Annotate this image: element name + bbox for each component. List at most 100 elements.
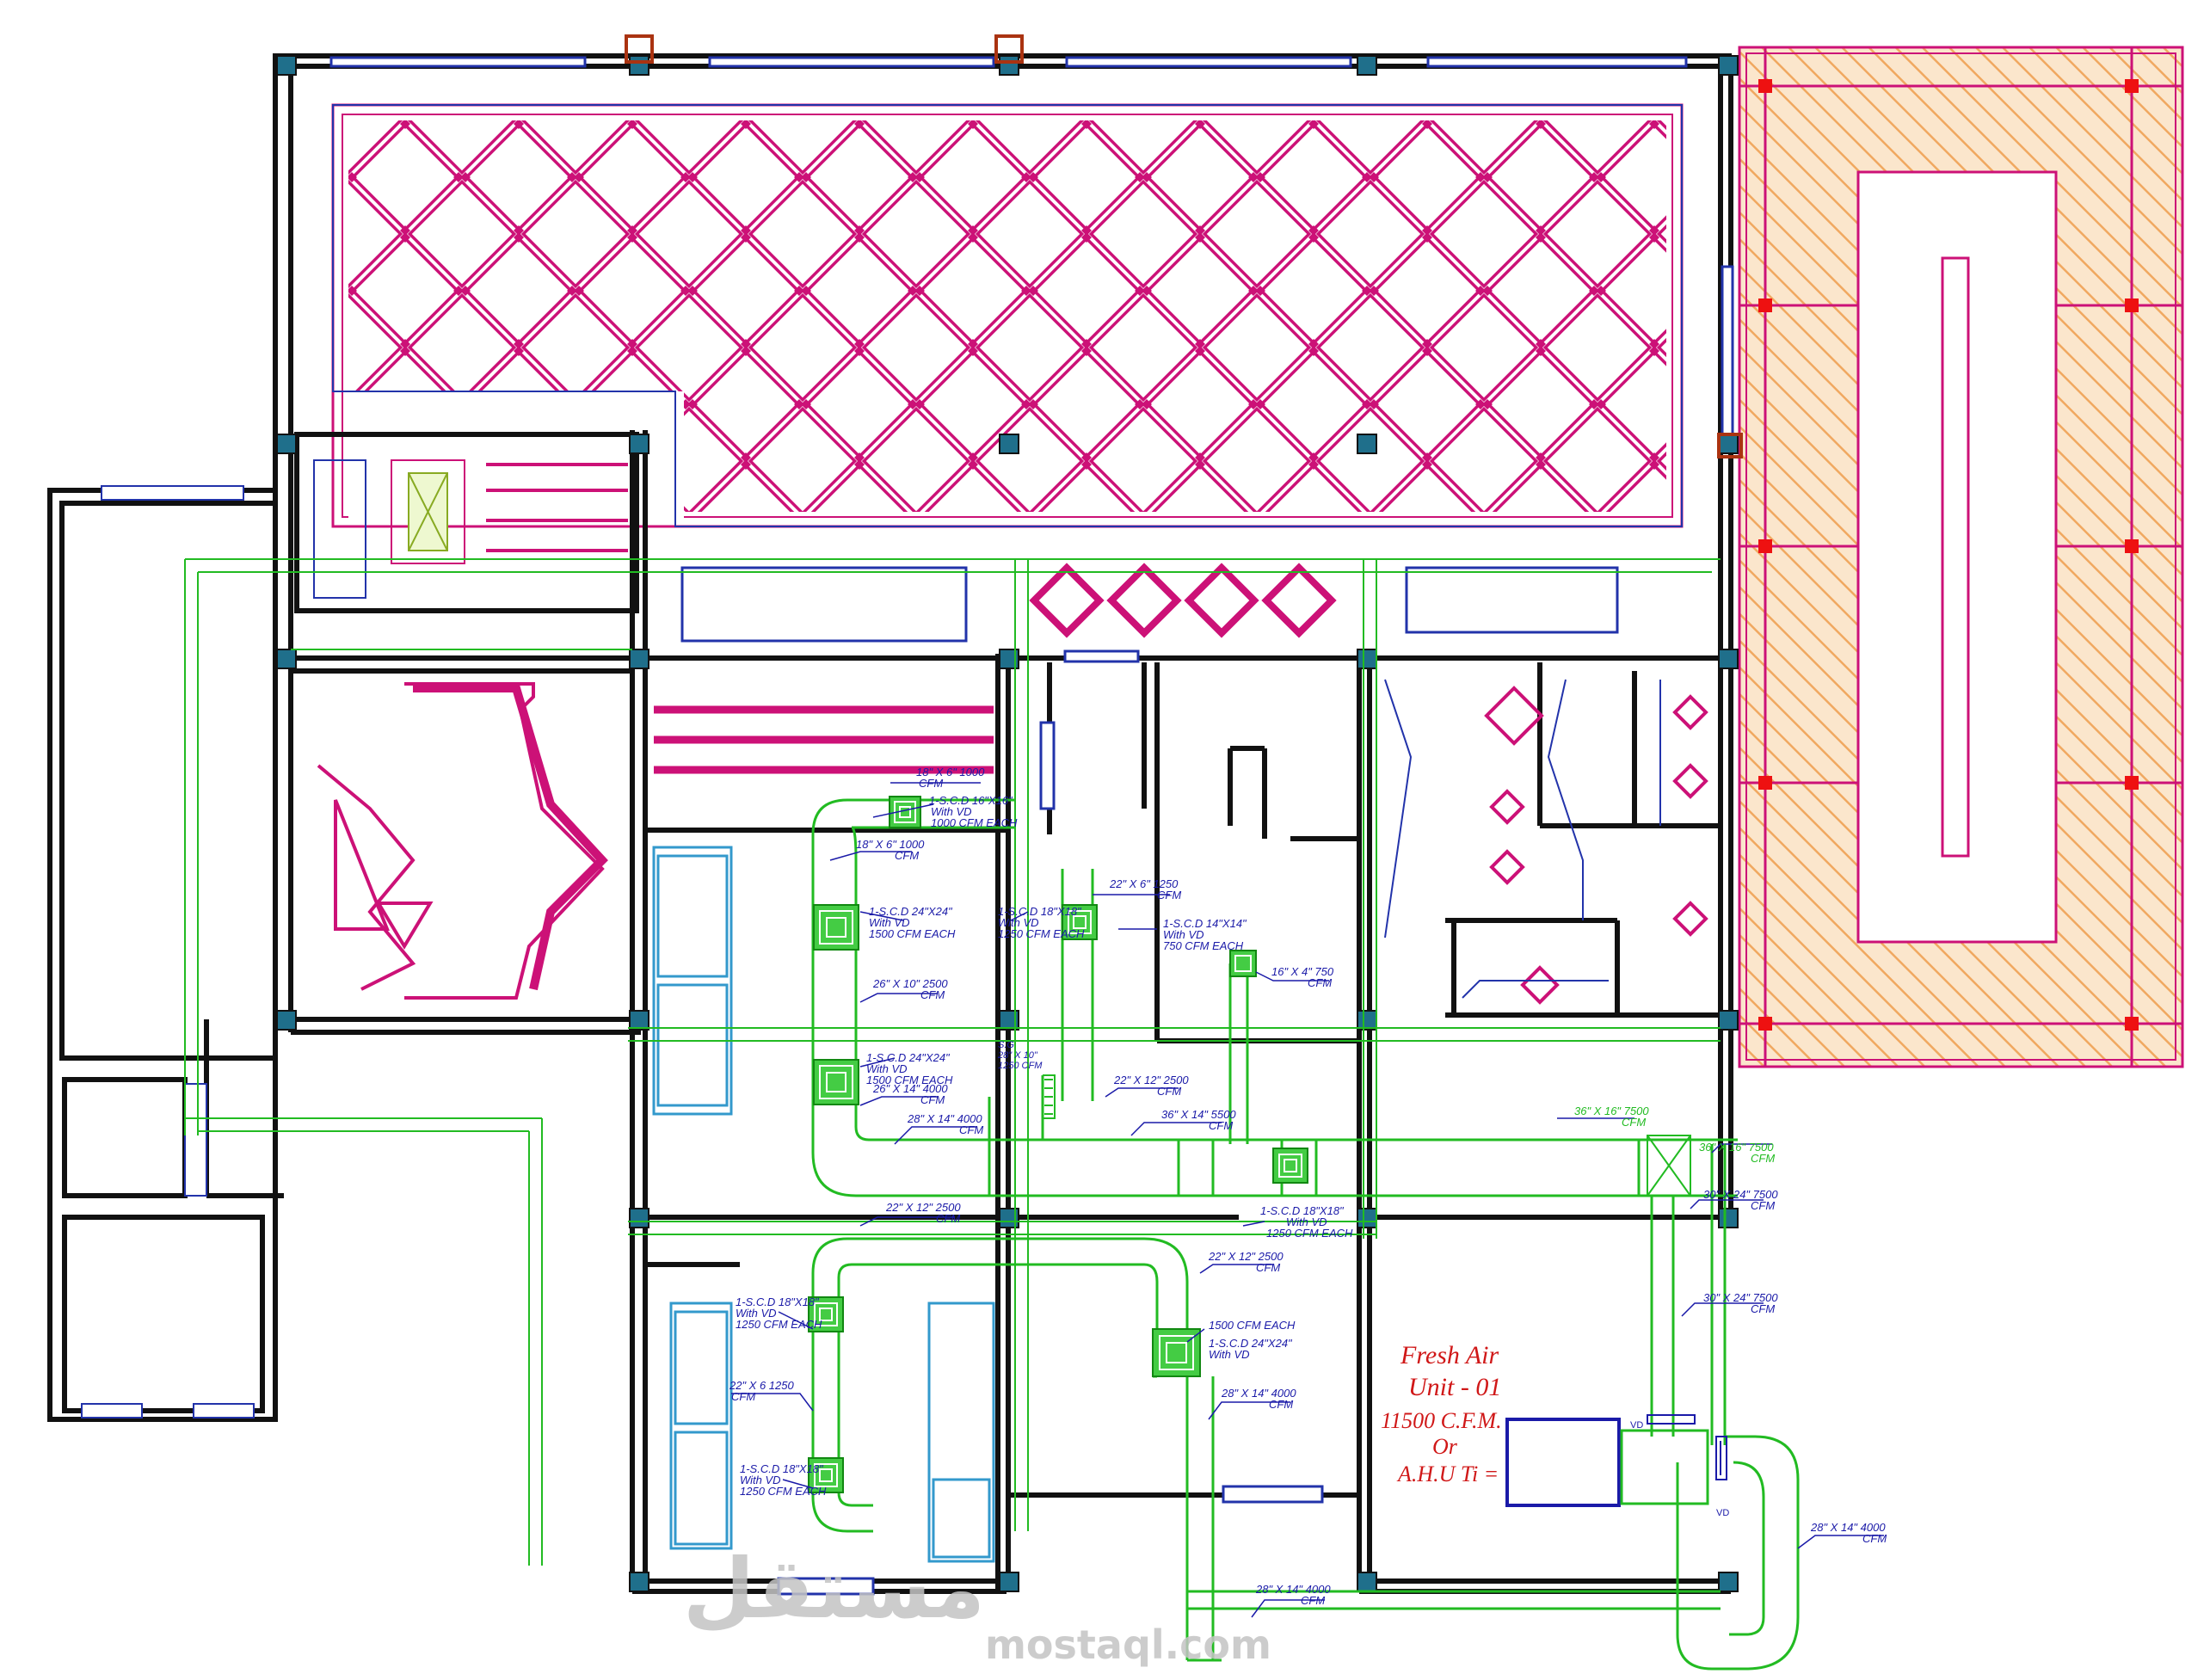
duct-label-line: 26" X 10" 2500 [872, 977, 948, 990]
furniture [652, 846, 995, 1563]
fresh-air-ahu: A.H.U Ti = [1396, 1462, 1499, 1486]
duct-label-line: 28" X 14" 4000 [1810, 1521, 1886, 1534]
duct-label-line: CFM [920, 1093, 945, 1106]
duct-label-line: 1-S.C.D 16"X16" [929, 794, 1013, 807]
duct-label-line: CFM [920, 988, 945, 1001]
duct-label-line: 28" X 14" 4000 [1221, 1387, 1296, 1400]
duct-label-line: 16" X 4" 750 [1271, 965, 1334, 978]
duct-label-line: 30" X 24" 7500 [1703, 1291, 1778, 1304]
fresh-air-capacity: 11500 C.F.M. [1381, 1408, 1502, 1433]
left-annex-windows [81, 485, 255, 1418]
duct-label-line: With VD [1163, 928, 1204, 941]
duct-label-line: 1-S.C.D 18"X18" [740, 1462, 824, 1475]
duct-label-line: 750 CFM EACH [1163, 939, 1244, 952]
ceiling-diamonds-row [1029, 563, 1337, 638]
duct-label-line: 36" X 16" 7500 [1699, 1141, 1774, 1154]
duct-label-line: With VD [1209, 1348, 1250, 1361]
fresh-air-unit-number: Unit - 01 [1408, 1373, 1501, 1401]
fresh-air-title: Fresh Air [1400, 1341, 1499, 1369]
duct-label-line: CFM [1157, 1085, 1181, 1098]
duct-label-line: 1500 CFM EACH [869, 927, 956, 940]
supply-grille [1043, 1074, 1056, 1119]
vd-label: VD [1630, 1420, 1643, 1431]
duct-label-line: With VD [869, 916, 910, 929]
duct-label-line: 22" X 6" 1250 [1109, 877, 1179, 890]
duct-label-line: CFM [1862, 1532, 1887, 1545]
duct-label: 1500 CFM EACH 1-S.C.D 24"X24"With VD [1209, 1319, 1296, 1361]
duct-label-line: CFM [1308, 976, 1332, 989]
brick-columns [625, 34, 1743, 458]
duct-label-line: 1-S.C.D 24"X24" [1209, 1337, 1293, 1350]
duct-label-line: CFM [919, 777, 943, 790]
bathroom-ceiling-lines [1384, 679, 1661, 999]
bathroom-ceilings [1484, 686, 1708, 1005]
duct-label-line: S.G [998, 1040, 1014, 1050]
mostaql-watermark: مستقل mostaql.com [683, 1541, 1271, 1668]
duct-label-line: 1-S.C.D 24"X24" [869, 905, 953, 918]
watermark-arabic: مستقل [683, 1541, 985, 1637]
duct-label-line: With VD [1286, 1215, 1327, 1228]
duct-label-line: With VD [998, 916, 1039, 929]
majlis-ceiling [317, 682, 608, 1000]
duct-label-line: 1250 CFM EACH [1266, 1227, 1353, 1240]
duct-label-line: 22" X 12" 2500 [885, 1201, 961, 1214]
leader-lines [731, 782, 1884, 1618]
roof-terrace [1738, 46, 2184, 1068]
square-ceiling-diffusers [808, 796, 1308, 1493]
hall-ceiling [331, 103, 1684, 528]
duct-label-line: 30" X 24" 7500 [1703, 1188, 1778, 1201]
duct-label-line: 1500 CFM EACH [1209, 1319, 1296, 1332]
windows [329, 56, 1734, 1596]
duct-label-line: 1-S.C.D 18"X18" [1260, 1204, 1345, 1217]
duct-label-line: With VD [736, 1307, 777, 1320]
duct-label-line: 18" X 6" 1000 [916, 766, 985, 778]
watermark-url: mostaql.com [985, 1622, 1271, 1668]
duct-label-line: 22" X 12" 2500 [1208, 1250, 1284, 1263]
duct-label-line: 18" X 6" 1000 [856, 838, 925, 851]
duct-label-line: CFM [1157, 889, 1181, 902]
duct-label-line: 28" X 14" 4000 [1255, 1583, 1331, 1596]
duct-label-line: 1-S.C.D 24"X24" [866, 1051, 951, 1064]
duct-label-line: 22" X 12" 2500 [1113, 1074, 1189, 1086]
ceiling-stripes [654, 705, 994, 774]
grid-lines [184, 558, 1721, 1566]
fresh-air-duct-box [1647, 1135, 1691, 1197]
duct-label-line: 1-S.C.D 18"X18" [736, 1295, 820, 1308]
duct-label-line: 22" X 6 1250 [729, 1379, 795, 1392]
duct-label-line: 26" X 14" 4000 [872, 1082, 948, 1095]
duct-label-line: With VD [931, 805, 972, 818]
stair-room [294, 432, 639, 613]
duct-label-line: With VD [740, 1474, 781, 1486]
duct-label-line: 28" X 14" 4000 [907, 1112, 982, 1125]
duct-label-line: CFM [1751, 1152, 1775, 1165]
duct-label-line: 1-S.C.D 14"X14" [1163, 917, 1247, 930]
duct-label-line: 28" X 10" [997, 1050, 1038, 1061]
duct-label-line: 1-S.C.D 18"X18" [998, 905, 1082, 918]
duct-label-line: With VD [866, 1062, 908, 1075]
duct-label-line: CFM [731, 1390, 755, 1403]
duct-label-line: CFM [1301, 1594, 1325, 1607]
